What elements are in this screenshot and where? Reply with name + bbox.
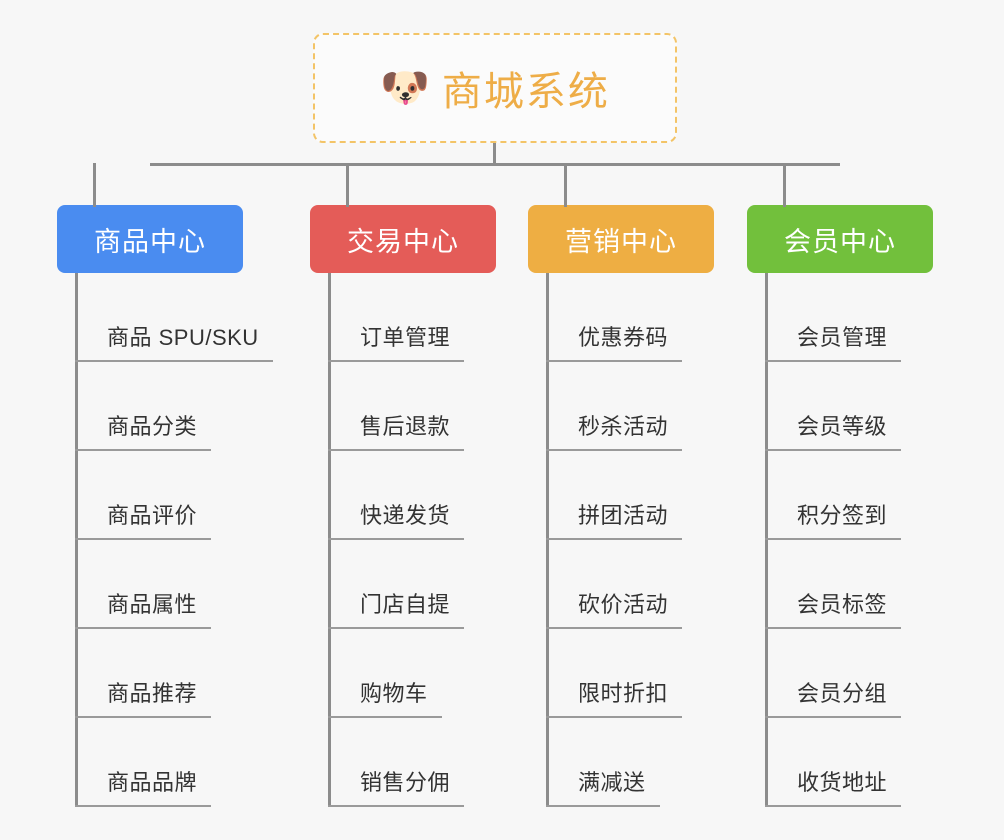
leaf-underline [546,449,682,451]
leaf-item[interactable]: 购物车 [328,629,588,718]
category-header-1[interactable]: 商品中心 [57,205,243,273]
category-drop-connector [346,163,349,207]
leaf-item-label: 商品评价 [107,503,198,528]
leaf-item-label: 积分签到 [797,503,888,528]
leaf-item[interactable]: 砍价活动 [546,540,806,629]
leaf-underline [328,805,464,807]
leaf-item[interactable]: 拼团活动 [546,451,806,540]
leaf-item-label: 销售分佣 [360,770,451,795]
leaf-underline [765,538,901,540]
leaf-item-label: 会员标签 [797,592,888,617]
category-column: 会员中心会员管理会员等级积分签到会员标签会员分组收货地址 [747,163,933,807]
leaf-item[interactable]: 商品属性 [75,540,335,629]
leaf-item-label: 会员等级 [797,414,888,439]
leaf-item[interactable]: 满减送 [546,718,806,807]
leaf-underline [765,716,901,718]
category-column: 商品中心商品 SPU/SKU 商品分类商品评价商品属性商品推荐商品品牌 [57,163,273,807]
leaf-underline [328,627,464,629]
leaf-item[interactable]: 限时折扣 [546,629,806,718]
leaf-item-label: 满减送 [578,770,646,795]
category-spine-connector [546,273,549,807]
leaf-item[interactable]: 会员标签 [765,540,1004,629]
leaf-item[interactable]: 会员分组 [765,629,1004,718]
leaf-item-label: 秒杀活动 [578,414,669,439]
leaf-underline [75,538,211,540]
category-column: 营销中心优惠券码秒杀活动拼团活动砍价活动限时折扣满减送 [528,163,714,807]
category-header-2[interactable]: 交易中心 [310,205,496,273]
leaf-list: 订单管理售后退款快递发货门店自提购物车销售分佣 [328,273,588,807]
leaf-underline [546,627,682,629]
leaf-item[interactable]: 商品 SPU/SKU [75,273,335,362]
leaf-item[interactable]: 会员等级 [765,362,1004,451]
category-spine-connector [765,273,768,807]
leaf-item-label: 砍价活动 [578,592,669,617]
leaf-list: 商品 SPU/SKU 商品分类商品评价商品属性商品推荐商品品牌 [75,273,335,807]
leaf-list: 优惠券码秒杀活动拼团活动砍价活动限时折扣满减送 [546,273,806,807]
leaf-item-label: 会员管理 [797,325,888,350]
leaf-item[interactable]: 秒杀活动 [546,362,806,451]
leaf-underline [765,449,901,451]
leaf-underline [546,716,682,718]
leaf-item[interactable]: 快递发货 [328,451,588,540]
category-spine-connector [75,273,78,807]
leaf-item-label: 拼团活动 [578,503,669,528]
leaf-list: 会员管理会员等级积分签到会员标签会员分组收货地址 [765,273,1004,807]
leaf-underline [546,538,682,540]
leaf-item[interactable]: 商品品牌 [75,718,335,807]
leaf-underline [546,360,682,362]
leaf-underline [546,805,660,807]
leaf-underline [75,627,211,629]
leaf-underline [75,360,273,362]
leaf-underline [75,805,211,807]
root-title: 商城系统 [441,70,610,114]
root-trunk-connector [493,143,496,165]
leaf-item-label: 门店自提 [360,592,451,617]
leaf-item-label: 订单管理 [360,325,451,350]
leaf-item[interactable]: 订单管理 [328,273,588,362]
leaf-item[interactable]: 销售分佣 [328,718,588,807]
leaf-item-label: 收货地址 [797,770,888,795]
dog-face-icon: 🐶 [380,65,430,111]
leaf-underline [765,805,901,807]
leaf-item-label: 商品分类 [107,414,198,439]
leaf-item-label: 限时折扣 [578,681,669,706]
leaf-underline [328,449,464,451]
leaf-item[interactable]: 商品分类 [75,362,335,451]
category-bus-connector [150,163,840,166]
category-drop-connector [564,163,567,207]
leaf-underline [765,360,901,362]
root-node[interactable]: 🐶 商城系统 [313,33,677,143]
leaf-item[interactable]: 会员管理 [765,273,1004,362]
leaf-item-label: 商品属性 [107,592,198,617]
leaf-underline [328,716,442,718]
category-column: 交易中心订单管理售后退款快递发货门店自提购物车销售分佣 [310,163,496,807]
leaf-item[interactable]: 收货地址 [765,718,1004,807]
category-drop-connector [783,163,786,207]
leaf-item-label: 会员分组 [797,681,888,706]
leaf-item-label: 商品 SPU/SKU [107,325,259,350]
category-header-3[interactable]: 营销中心 [528,205,714,273]
category-header-4[interactable]: 会员中心 [747,205,933,273]
leaf-underline [75,449,211,451]
leaf-item[interactable]: 商品评价 [75,451,335,540]
leaf-item[interactable]: 优惠券码 [546,273,806,362]
leaf-underline [765,627,901,629]
leaf-item-label: 快递发货 [360,503,451,528]
leaf-item[interactable]: 商品推荐 [75,629,335,718]
leaf-item-label: 商品推荐 [107,681,198,706]
category-drop-connector [93,163,96,207]
category-spine-connector [328,273,331,807]
leaf-item-label: 购物车 [360,681,428,706]
leaf-item-label: 商品品牌 [107,770,198,795]
leaf-item[interactable]: 积分签到 [765,451,1004,540]
leaf-item-label: 售后退款 [360,414,451,439]
leaf-item-label: 优惠券码 [578,325,669,350]
leaf-underline [328,538,464,540]
leaf-item[interactable]: 门店自提 [328,540,588,629]
leaf-underline [328,360,464,362]
leaf-underline [75,716,211,718]
leaf-item[interactable]: 售后退款 [328,362,588,451]
